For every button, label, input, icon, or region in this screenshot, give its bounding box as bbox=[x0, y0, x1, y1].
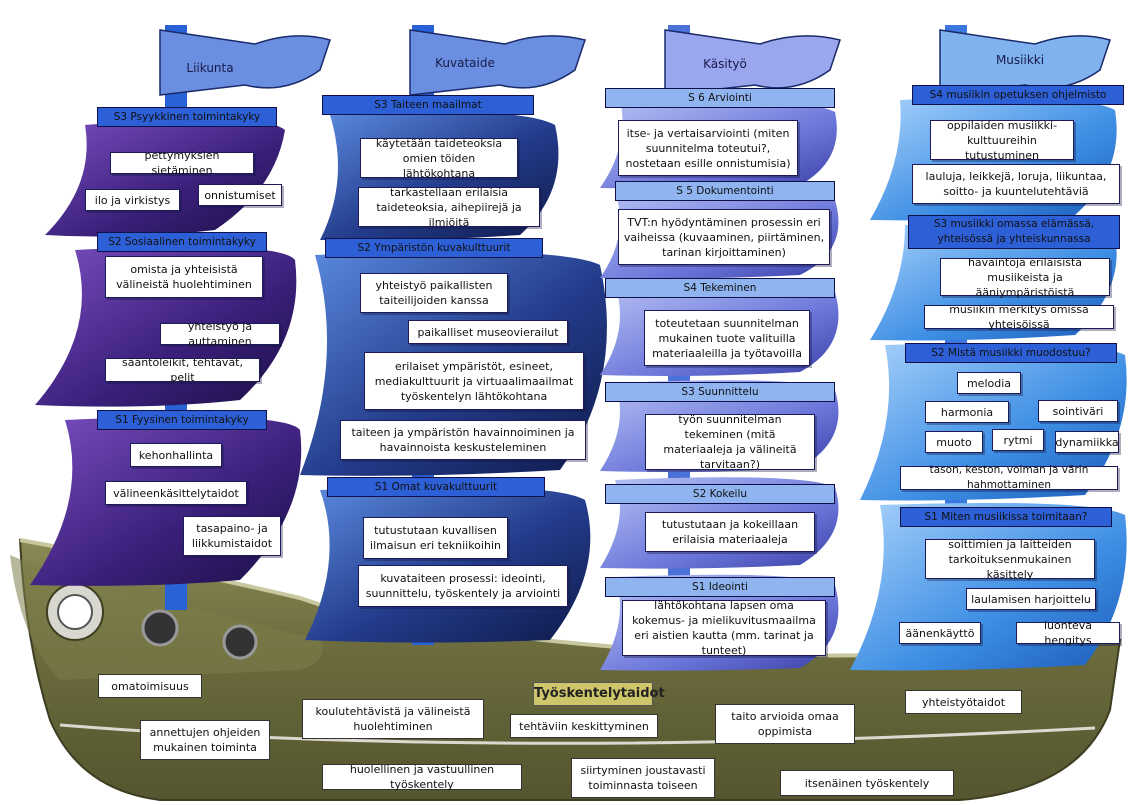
item-box: kehonhallinta bbox=[130, 443, 222, 467]
item-box: pettymyksien sietäminen bbox=[110, 149, 254, 177]
item-box: lauluja, leikkejä, loruja, liikuntaa, so… bbox=[912, 164, 1120, 204]
section-header: S3 Taiteen maailmat bbox=[322, 95, 534, 115]
item-box: dynamiikka bbox=[1055, 431, 1119, 453]
item-box: tutustutaan kuvallisen ilmaisun eri tekn… bbox=[363, 517, 508, 559]
section-header: S2 Sosiaalinen toimintakyky bbox=[97, 232, 267, 252]
section-header: S2 Ympäristön kuvakulttuurit bbox=[325, 238, 543, 258]
item-box: paikalliset museovierailut bbox=[408, 320, 568, 344]
flag-liikunta: Liikunta bbox=[186, 61, 234, 75]
item-box: TVT:n hyödyntäminen prosessin eri vaihei… bbox=[618, 209, 830, 265]
item-box: taiteen ja ympäristön havainnoiminen ja … bbox=[340, 420, 586, 460]
item-box: onnistumiset bbox=[198, 184, 282, 206]
section-header: S 5 Dokumentointi bbox=[615, 181, 835, 201]
item-box: havaintoja erilaisista musiikeista ja ää… bbox=[940, 256, 1110, 299]
skill-box: siirtyminen joustavasti toiminnasta tois… bbox=[571, 758, 715, 798]
item-box: äänenkäyttö bbox=[899, 622, 981, 644]
skill-box: taito arvioida omaa oppimista bbox=[715, 704, 855, 744]
item-box: tason, keston, voiman ja värin hahmottam… bbox=[900, 464, 1118, 491]
item-box: soittimien ja laitteiden tarkoituksenmuk… bbox=[925, 538, 1095, 581]
porthole-medium bbox=[141, 609, 179, 647]
item-box: työn suunnitelman tekeminen (mitä materi… bbox=[645, 413, 815, 471]
section-header: S4 musiikin opetuksen ohjelmisto bbox=[912, 85, 1124, 105]
item-box: laulamisen harjoittelu bbox=[966, 588, 1096, 610]
porthole-large bbox=[46, 583, 104, 641]
item-box: muoto bbox=[925, 431, 983, 453]
skill-box: yhteistyötaidot bbox=[905, 690, 1022, 714]
flag-kuvataide-shape bbox=[409, 29, 586, 96]
item-box: omista ja yhteisistä välineistä huolehti… bbox=[105, 256, 263, 298]
section-header: S2 Kokeilu bbox=[605, 484, 835, 504]
item-box: välineenkäsittelytaidot bbox=[105, 481, 247, 505]
item-box: lähtökohtana lapsen oma kokemus- ja miel… bbox=[622, 599, 826, 657]
item-box: musiikin merkitys omissa yhteisöissä bbox=[924, 303, 1114, 331]
item-box: kuvataiteen prosessi: ideointi, suunnitt… bbox=[358, 565, 568, 607]
item-box: sääntöleikit, tehtävät, pelit bbox=[105, 356, 260, 384]
section-header: S1 Omat kuvakulttuurit bbox=[327, 477, 545, 497]
item-box: käytetään taideteoksia omien töiden läht… bbox=[360, 137, 518, 180]
flag-kasityo: Käsityö bbox=[703, 57, 747, 71]
item-box: tasapaino- ja liikkumistaidot bbox=[183, 516, 281, 556]
item-box: erilaiset ympäristöt, esineet, mediakult… bbox=[364, 352, 584, 410]
item-box: tutustutaan ja kokeillaan erilaisia mate… bbox=[645, 512, 815, 552]
section-header: S3 Suunnittelu bbox=[605, 382, 835, 402]
flag-kuvataide: Kuvataide bbox=[435, 56, 495, 70]
item-box: rytmi bbox=[992, 429, 1044, 451]
porthole-small bbox=[222, 624, 258, 660]
skill-box: omatoimisuus bbox=[98, 674, 202, 698]
section-header: S1 Fyysinen toimintakyky bbox=[97, 410, 267, 430]
skill-box: annettujen ohjeiden mukainen toiminta bbox=[140, 720, 270, 760]
item-box: yhteistyö ja auttaminen bbox=[160, 320, 280, 348]
skill-box: koulutehtävistä ja välineistä huolehtimi… bbox=[302, 699, 484, 739]
skill-box: tehtäviin keskittyminen bbox=[510, 714, 658, 738]
item-box: itse- ja vertaisarviointi (miten suunnit… bbox=[618, 120, 798, 176]
section-header: S 6 Arviointi bbox=[605, 88, 835, 108]
section-header: S1 Ideointi bbox=[605, 577, 835, 597]
section-header: S3 musiikki omassa elämässä, yhteisössä … bbox=[908, 215, 1120, 249]
item-box: toteutetaan suunnitelman mukainen tuote … bbox=[644, 310, 810, 366]
item-box: melodia bbox=[957, 372, 1021, 394]
item-box: oppilaiden musiikki-kulttuureihin tutust… bbox=[930, 119, 1074, 162]
item-box: ilo ja virkistys bbox=[85, 189, 180, 211]
flag-liikunta-shape bbox=[159, 29, 331, 96]
skill-box: huolellinen ja vastuullinen työskentely bbox=[322, 763, 522, 791]
item-box: harmonia bbox=[925, 401, 1009, 423]
section-header: S4 Tekeminen bbox=[605, 278, 835, 298]
hull-title: Työskentelytaidot bbox=[533, 682, 665, 706]
section-header: S2 Mistä musiikki muodostuu? bbox=[905, 343, 1117, 363]
flag-kasityo-shape bbox=[664, 29, 841, 96]
item-box: luonteva hengitys bbox=[1016, 619, 1120, 647]
skill-box: itsenäinen työskentely bbox=[780, 770, 954, 796]
item-box: sointiväri bbox=[1038, 400, 1118, 422]
item-box: yhteistyö paikallisten taiteilijoiden ka… bbox=[360, 273, 508, 313]
section-header: S1 Miten musiikissa toimitaan? bbox=[900, 507, 1112, 527]
item-box: tarkastellaan erilaisia taideteoksia, ai… bbox=[358, 186, 540, 229]
flag-musiikki: Musiikki bbox=[995, 53, 1045, 67]
section-header: S3 Psyykkinen toimintakyky bbox=[97, 107, 277, 127]
